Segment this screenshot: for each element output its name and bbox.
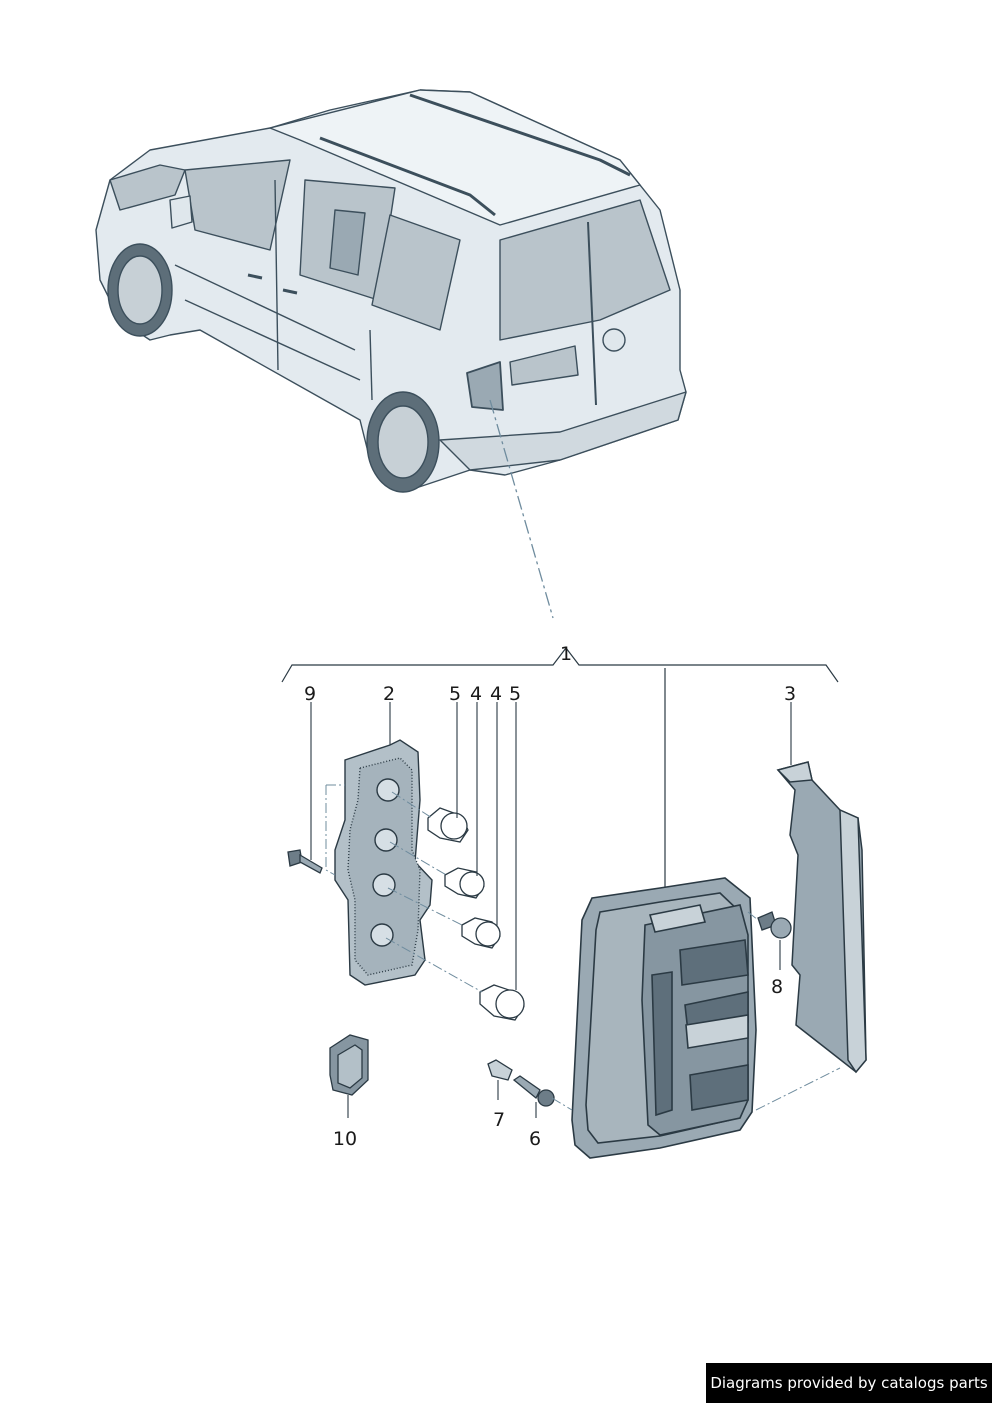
callout-1: 1 (560, 643, 572, 665)
bulb-4-lower (461, 917, 501, 949)
callout-8: 8 (771, 976, 783, 998)
van-to-assembly-leader (489, 399, 554, 619)
alignment-lines-housing (551, 911, 841, 1111)
callout-5-lower: 5 (509, 683, 521, 705)
assembly-bracket (281, 647, 839, 683)
callout-leaders (310, 702, 792, 1118)
bolt-6 (512, 1075, 555, 1107)
callout-6: 6 (529, 1128, 541, 1150)
screw-8 (757, 911, 792, 939)
callout-5-upper: 5 (449, 683, 461, 705)
callout-9: 9 (304, 683, 316, 705)
attribution-badge: Diagrams provided by catalogs parts (706, 1363, 992, 1403)
callout-4-upper: 4 (470, 683, 482, 705)
alignment-lines-bulbs (325, 784, 483, 993)
tail-lamp-housing (571, 877, 757, 1159)
callout-3: 3 (784, 683, 796, 705)
bulb-4-upper (444, 867, 485, 899)
callout-10: 10 (333, 1128, 357, 1150)
callout-2: 2 (383, 683, 395, 705)
screw-9 (287, 849, 323, 874)
gasket-10 (329, 1034, 369, 1096)
callout-4-lower: 4 (490, 683, 502, 705)
cover-panel (776, 761, 867, 1074)
van-illustration (95, 89, 687, 493)
bulb-carrier-part (334, 739, 433, 986)
bulb-5-lower (479, 984, 525, 1021)
bulb-5-upper (427, 807, 469, 843)
callout-7: 7 (493, 1109, 505, 1131)
clip-7 (487, 1059, 513, 1081)
